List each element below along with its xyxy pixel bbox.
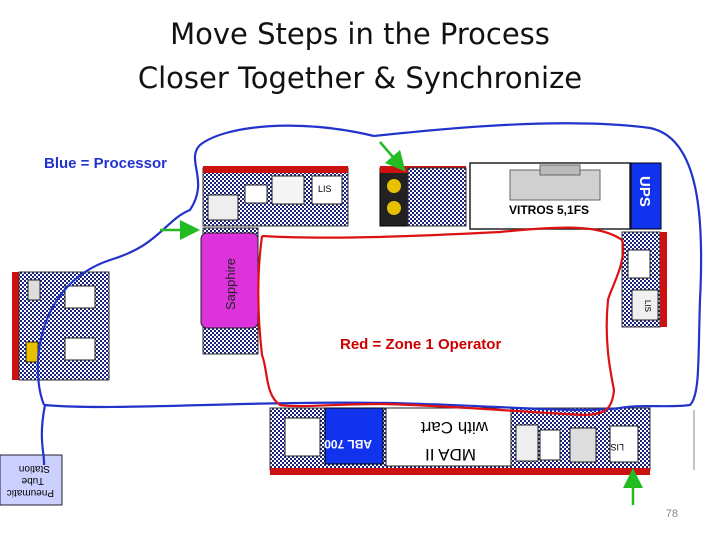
pneumatic-line-3: Station bbox=[19, 463, 50, 474]
right-bench: LIS bbox=[621, 231, 667, 328]
mda-line-2: with Cart bbox=[421, 418, 489, 437]
sapphire-label: Sapphire bbox=[223, 258, 238, 310]
lis-label-top: LIS bbox=[318, 184, 332, 194]
bottom-bench: ABL 700 MDA II with Cart LIS bbox=[269, 407, 651, 475]
processor-path bbox=[36, 122, 703, 466]
top-bench: LIS bbox=[202, 166, 349, 227]
abl-label: ABL 700 bbox=[324, 437, 372, 451]
title-line-1: Move Steps in the Process bbox=[170, 17, 550, 51]
lis-label-right: LIS bbox=[643, 300, 652, 312]
vitros-analyzer: VITROS 5,1FS bbox=[469, 162, 631, 230]
title-line-2: Closer Together & Synchronize bbox=[137, 61, 583, 95]
left-bench bbox=[12, 271, 110, 381]
pneumatic-line-1: Pneumatic bbox=[7, 487, 54, 498]
sapphire-bench: Sapphire bbox=[200, 227, 259, 355]
pneumatic-tube-station: Pneumatic Tube Station bbox=[0, 454, 63, 506]
page-number: 78 bbox=[665, 508, 678, 520]
operator-legend: Red = Zone 1 Operator bbox=[340, 336, 502, 353]
mda-line-1: MDA II bbox=[425, 445, 476, 464]
operator-path bbox=[257, 226, 625, 417]
ups-label: UPS bbox=[636, 176, 653, 207]
processor-legend: Blue = Processor bbox=[44, 155, 167, 172]
arrow-top bbox=[379, 141, 406, 172]
pneumatic-line-2: Tube bbox=[21, 475, 44, 486]
ups-unit: UPS bbox=[630, 162, 662, 230]
vitros-label: VITROS 5,1FS bbox=[509, 203, 589, 217]
center-rack bbox=[379, 166, 467, 227]
lis-label-bottom: LIS bbox=[610, 442, 624, 452]
